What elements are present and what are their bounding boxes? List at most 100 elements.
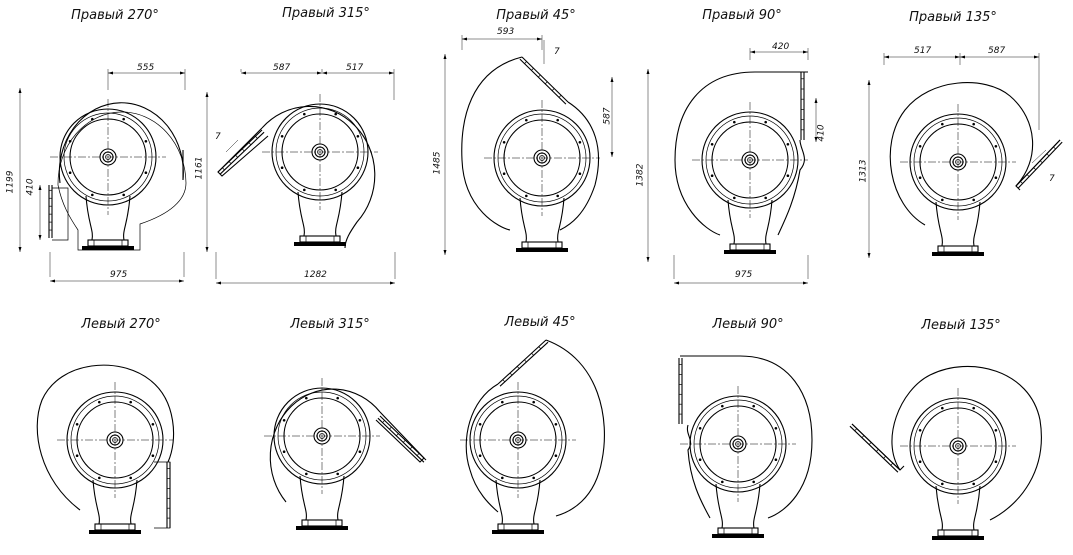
- stand-base: [932, 252, 984, 256]
- bolt-dot: [356, 166, 360, 169]
- view-title: Левый 90°: [712, 317, 784, 332]
- stand-base: [296, 526, 348, 530]
- bolt-dot: [774, 458, 778, 461]
- bolt-dot: [721, 404, 724, 408]
- stand-leg-right: [753, 483, 761, 529]
- dimension-arrow: [867, 253, 871, 258]
- bolt-dot: [578, 141, 582, 144]
- flange-hatch: [531, 352, 534, 356]
- flange-hatch: [222, 167, 225, 171]
- bolt-dot: [282, 419, 286, 422]
- fan-scroll: [686, 424, 711, 519]
- stand-leg-right: [973, 485, 981, 531]
- flange-hatch: [389, 426, 392, 430]
- fan-scroll: [461, 56, 523, 231]
- flange-hatch: [1033, 167, 1037, 170]
- bolt-dot: [501, 476, 504, 480]
- bolt-dot: [91, 193, 94, 197]
- bolt-dot: [282, 450, 286, 453]
- fan-scroll: [269, 388, 381, 503]
- dimension-arrow: [38, 185, 42, 190]
- fan-scroll: [261, 105, 376, 249]
- bolt-dot: [280, 166, 284, 169]
- dimension-label: 1199: [5, 170, 16, 194]
- bolt-dot: [303, 188, 306, 192]
- bolt-dot: [941, 482, 944, 486]
- bolt-dot: [98, 400, 101, 404]
- bolt-dot: [698, 458, 702, 461]
- fan-scroll: [680, 355, 813, 519]
- stand-leg-right: [123, 195, 131, 241]
- flange-hatch: [524, 61, 527, 64]
- outlet-duct: [154, 461, 171, 529]
- flange-hatch: [538, 74, 541, 78]
- dimension-line: [1031, 149, 1047, 164]
- fan-left-135: [849, 365, 1042, 540]
- flange-hatch: [861, 435, 865, 438]
- fan-scroll: [891, 365, 1042, 521]
- stand-base: [712, 534, 764, 538]
- stand-leg-left: [495, 479, 503, 525]
- bolt-dot: [532, 476, 535, 480]
- bolt-dot: [75, 454, 79, 457]
- dimension-arrow: [955, 55, 960, 59]
- bolt-dot: [336, 472, 339, 476]
- fan-scroll: [545, 339, 605, 517]
- bolt-dot: [918, 145, 922, 148]
- bolt-dot: [698, 427, 702, 430]
- stand-leg-left: [299, 475, 307, 521]
- dimension-line: [225, 139, 239, 153]
- outlet-flange: [499, 341, 549, 387]
- bolt-dot: [556, 118, 559, 122]
- view-title: Правый 315°: [282, 6, 370, 21]
- bolt-dot: [75, 423, 79, 426]
- stand-leg-right: [335, 191, 343, 237]
- flange-hatch: [883, 455, 886, 459]
- flange-hatch: [228, 161, 232, 164]
- outlet-flange: [519, 58, 567, 105]
- dimension-arrow: [50, 279, 55, 283]
- view-title: Правый 45°: [496, 8, 576, 23]
- dimension-arrow: [390, 281, 395, 285]
- dimension-arrow: [646, 69, 650, 74]
- flange-hatch: [1053, 146, 1056, 150]
- dimension-arrow: [443, 250, 447, 255]
- bolt-dot: [502, 172, 506, 175]
- dimension-arrow: [750, 50, 755, 54]
- flange-hatch: [402, 439, 406, 443]
- bolt-dot: [525, 118, 528, 122]
- flange-hatch: [854, 428, 858, 432]
- bolt-dot: [752, 404, 755, 408]
- bolt-dot: [721, 480, 724, 484]
- fan-scroll: [559, 101, 600, 231]
- dimension-label: 410: [816, 124, 827, 142]
- dimension-arrow: [646, 257, 650, 262]
- dimension-arrow: [537, 37, 542, 41]
- bolt-dot: [972, 482, 975, 486]
- bolt-dot: [532, 400, 535, 404]
- bolt-dot: [972, 406, 975, 410]
- dimension-arrow: [1034, 55, 1039, 59]
- dimension-arrow: [814, 137, 818, 142]
- fan-left-270: [36, 364, 175, 534]
- outlet-flange: [1017, 141, 1063, 189]
- fan-left-90: [678, 355, 813, 538]
- bolt-dot: [144, 171, 148, 174]
- outlet-duct: [52, 187, 69, 241]
- flange-hatch: [544, 81, 548, 85]
- outlet-flange: [497, 339, 547, 385]
- dimension-label: 517: [914, 46, 932, 56]
- flange-hatch: [416, 453, 420, 456]
- flange-hatch: [248, 142, 252, 146]
- bolt-dot: [994, 176, 998, 179]
- flange-hatch: [868, 442, 872, 445]
- bolt-dot: [280, 135, 284, 138]
- stand-leg-left: [92, 479, 100, 525]
- bolt-dot: [334, 112, 337, 116]
- view-title: Правый 90°: [702, 8, 782, 23]
- dimension-label: 587: [273, 63, 291, 73]
- fan-right-315: [205, 69, 396, 285]
- bolt-dot: [525, 194, 528, 198]
- flange-hatch: [558, 95, 562, 98]
- bolt-dot: [752, 480, 755, 484]
